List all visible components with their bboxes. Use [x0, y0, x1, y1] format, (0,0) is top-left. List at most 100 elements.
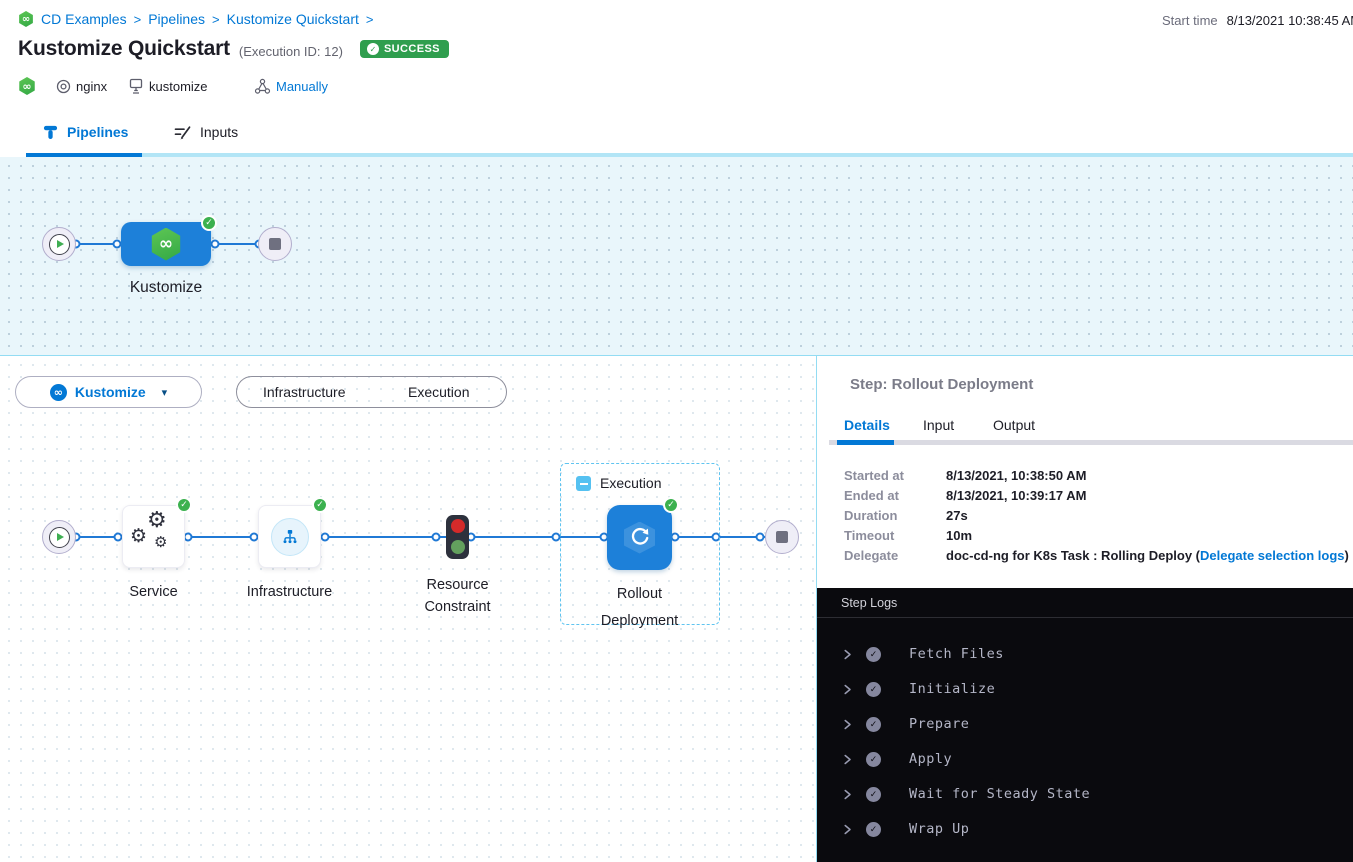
execution-group-label: Execution — [600, 475, 662, 491]
log-row-wait-for-steady-state[interactable]: Wait for Steady State — [817, 784, 1353, 806]
start-time-value: 8/13/2021 10:38:45 AM — [1226, 13, 1353, 28]
stop-icon — [776, 531, 788, 543]
panel-tabbar-track — [829, 440, 1353, 445]
step-label-infrastructure: Infrastructure — [246, 584, 333, 600]
toggle-execution[interactable]: Execution — [408, 384, 470, 400]
connector-dot — [431, 532, 441, 542]
chevron-right-icon — [844, 789, 851, 800]
log-check-icon — [866, 822, 881, 837]
breadcrumb-pipelines[interactable]: Pipelines — [148, 11, 206, 27]
trigger-link-manually[interactable]: Manually — [276, 79, 329, 94]
chevron-right-icon — [844, 754, 851, 765]
connector-line — [76, 536, 766, 538]
log-row-wrap-up[interactable]: Wrap Up — [817, 819, 1353, 841]
start-time-label: Start time — [1162, 13, 1218, 28]
status-check-icon — [366, 43, 379, 55]
stage-selector-label: Kustomize — [74, 384, 146, 400]
gears-icon — [154, 535, 167, 550]
play-icon — [48, 526, 70, 548]
tabbar-active-underline — [26, 153, 142, 157]
harness-cd-icon — [151, 227, 181, 261]
log-row-prepare[interactable]: Prepare — [817, 714, 1353, 736]
log-check-icon — [866, 752, 881, 767]
traffic-light-green — [450, 540, 465, 554]
step-label-resource-constraint: Resource Constraint — [424, 577, 491, 615]
breadcrumb-separator: > — [212, 11, 220, 27]
environment-icon — [129, 78, 143, 94]
connector-dot — [113, 532, 123, 542]
breadcrumb-separator: > — [133, 11, 142, 27]
log-check-icon — [866, 647, 881, 662]
logs-divider — [817, 617, 1353, 618]
connector-dot — [551, 532, 561, 542]
toggle-infrastructure[interactable]: Infrastructure — [263, 384, 346, 400]
tab-input[interactable]: Input — [923, 417, 955, 433]
panel-title: Step: Rollout Deployment — [850, 376, 1034, 393]
chevron-right-icon — [844, 824, 851, 835]
success-check-icon — [201, 215, 217, 231]
gears-icon — [147, 510, 167, 532]
execution-group-box — [560, 463, 720, 625]
breadcrumb-cd-examples[interactable]: CD Examples — [41, 11, 127, 27]
step-node-rollout-deployment[interactable] — [607, 505, 672, 570]
gears-icon — [130, 527, 147, 546]
step-node-service[interactable] — [122, 505, 185, 568]
play-icon — [48, 233, 70, 255]
connector-dot — [112, 239, 122, 249]
step-logs-title: Step Logs — [841, 596, 898, 610]
stage-node-kustomize[interactable] — [121, 215, 217, 266]
step-label-service: Service — [129, 584, 178, 600]
delegate-value: doc-cd-ng for K8s Task : Rolling Deploy … — [946, 548, 1349, 563]
tab-inputs[interactable]: Inputs — [174, 110, 238, 153]
step-label-rollout-deployment: Rollout Deployment — [600, 586, 679, 629]
main-tabbar: Pipelines Inputs — [0, 110, 1353, 157]
chevron-right-icon — [844, 684, 851, 695]
success-check-icon — [663, 497, 679, 513]
stage-selector-dropdown[interactable]: Kustomize — [15, 376, 202, 408]
success-check-icon — [176, 497, 192, 513]
tab-pipelines-label: Pipelines — [67, 123, 129, 140]
log-check-icon — [866, 717, 881, 732]
trigger-icon — [254, 78, 271, 94]
execution-canvas: Kustomize Infrastructure Execution — [0, 356, 816, 862]
collapse-minus-icon[interactable] — [576, 476, 591, 491]
pipelines-tab-icon — [43, 125, 58, 139]
step-details-panel: Step: Rollout Deployment Details Input O… — [816, 356, 1353, 862]
pipeline-start-node[interactable] — [42, 227, 76, 261]
tab-details[interactable]: Details — [844, 417, 890, 433]
log-row-fetch-files[interactable]: Fetch Files — [817, 644, 1353, 666]
start-time: Start time 8/13/2021 10:38:45 AM — [1162, 13, 1353, 28]
inputs-tab-icon — [174, 125, 191, 139]
log-row-initialize[interactable]: Initialize — [817, 679, 1353, 701]
pipeline-end-node[interactable] — [258, 227, 292, 261]
chevron-right-icon — [844, 649, 851, 660]
resource-constraint-node[interactable] — [446, 515, 469, 559]
environment-tag: kustomize — [149, 79, 208, 94]
stage-graph-canvas: Kustomize — [0, 157, 1353, 355]
execution-start-node[interactable] — [42, 520, 76, 554]
tab-pipelines[interactable]: Pipelines — [43, 110, 128, 153]
tab-inputs-label: Inputs — [200, 123, 239, 140]
log-row-apply[interactable]: Apply — [817, 749, 1353, 771]
chevron-down-icon — [162, 386, 168, 399]
delegate-selection-logs-link[interactable]: Delegate selection logs — [1200, 548, 1345, 563]
cd-stage-icon — [49, 383, 67, 401]
harness-cd-icon — [19, 11, 33, 27]
section-divider — [0, 355, 1353, 356]
rollout-refresh-icon — [631, 527, 648, 545]
breadcrumb: CD Examples > Pipelines > Kustomize Quic… — [18, 11, 373, 27]
panel-tabbar-active — [837, 440, 894, 445]
phase-toggle: Infrastructure Execution — [236, 376, 507, 408]
infrastructure-icon — [271, 518, 309, 556]
breadcrumb-kustomize-quickstart[interactable]: Kustomize Quickstart — [226, 11, 359, 27]
execution-end-node[interactable] — [765, 520, 799, 554]
log-check-icon — [866, 787, 881, 802]
tab-output[interactable]: Output — [993, 417, 1036, 433]
step-logs-panel: Step Logs Fetch Files Initialize Prepare — [817, 588, 1353, 862]
service-icon — [56, 79, 71, 94]
connector-dot — [320, 532, 330, 542]
page-title: Kustomize Quickstart — [18, 37, 230, 60]
step-node-infrastructure[interactable] — [258, 505, 321, 568]
stop-icon — [269, 238, 281, 250]
